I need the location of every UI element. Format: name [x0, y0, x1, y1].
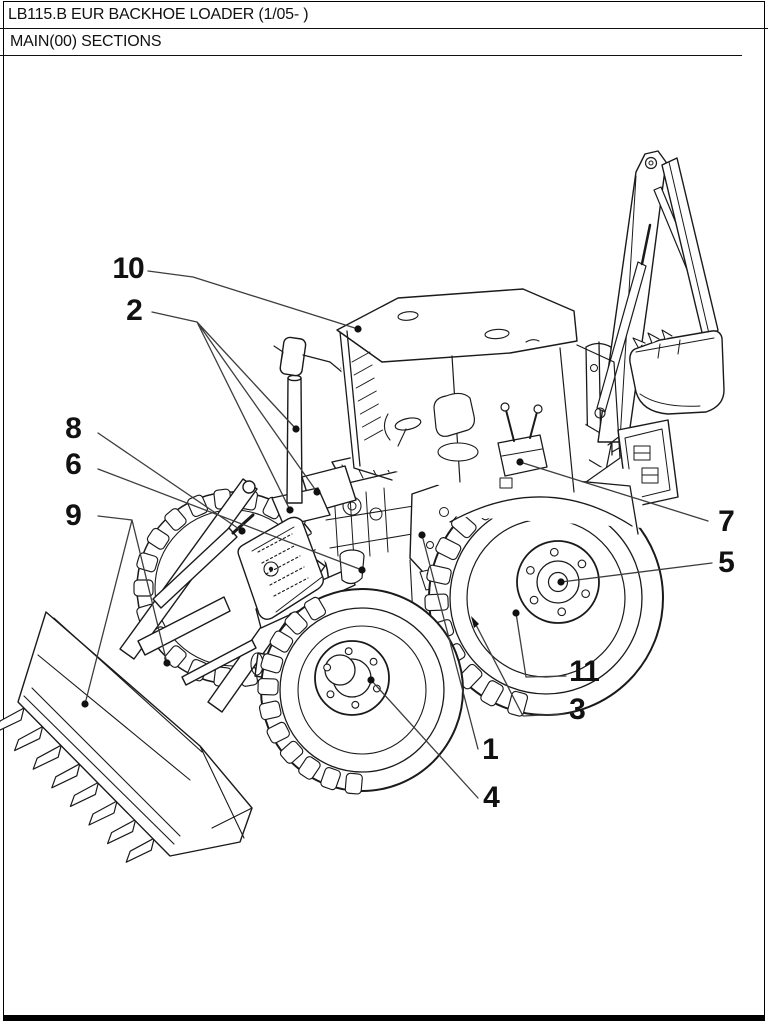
callout-1[interactable]: 1 [482, 733, 499, 766]
callout-2[interactable]: 2 [126, 294, 143, 327]
callout-leader-lines [84, 270, 713, 799]
callout-5[interactable]: 5 [718, 546, 735, 579]
loader-bucket [0, 611, 253, 863]
cab [336, 288, 621, 493]
callout-3[interactable]: 3 [569, 693, 586, 726]
front-wheel [257, 588, 464, 795]
exhaust-and-mirror [271, 336, 357, 527]
header-divider [0, 28, 768, 29]
backhoe-assembly [575, 150, 725, 509]
callout-10[interactable]: 10 [112, 252, 144, 285]
footer-bar [3, 1015, 765, 1021]
callout-9[interactable]: 9 [65, 499, 82, 532]
callout-7[interactable]: 7 [718, 505, 735, 538]
air-cleaner [237, 516, 325, 621]
callout-4[interactable]: 4 [483, 781, 500, 814]
callout-target-dots [81, 325, 565, 708]
callout-6[interactable]: 6 [65, 448, 82, 481]
section-title: MAIN(00) SECTIONS [10, 33, 162, 50]
page-title: LB115.B EUR BACKHOE LOADER (1/05- ) [8, 6, 309, 23]
callout-11[interactable]: 11 [569, 655, 600, 688]
callout-8[interactable]: 8 [65, 412, 82, 445]
section-divider [0, 55, 742, 56]
